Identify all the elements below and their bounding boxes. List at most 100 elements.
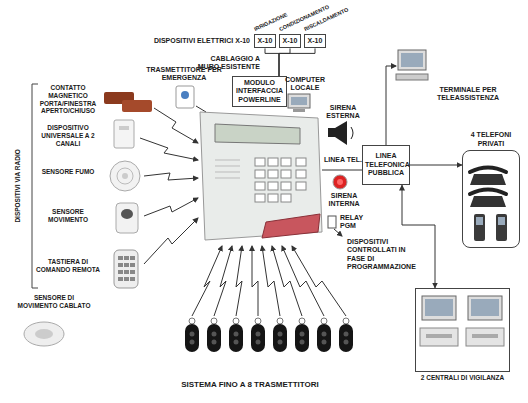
panel-grill [215,160,240,161]
label-text: RELAY PGM [340,214,363,229]
smoke-sensor [110,161,140,191]
label-text: SENSORE MOVIMENTO [48,208,88,223]
device-label: SIRENA ESTERNA [324,104,362,121]
handset [470,168,506,173]
label-text: DISPOSITIVI VIA RADIO [14,149,21,222]
key [130,270,135,274]
control-panel [200,112,322,240]
label-text: SIRENA ESTERNA [326,104,359,119]
key-fobs [185,318,353,352]
key [296,170,306,178]
motion-sensor [116,203,138,233]
fob-body [339,324,353,352]
key [281,182,291,190]
fob-body [317,324,331,352]
group-bracket [32,84,38,288]
device-label: TRASMETTITORE PER EMERGENZA [142,66,226,83]
fob-body [273,324,287,352]
box-text: MODULO INTERFACCIA POWERLINE [235,79,284,104]
fob-button [212,340,217,345]
key [296,158,306,166]
siren-dot [333,175,347,189]
key [268,158,278,166]
label-text: SENSORE DI MOVIMENTO CABLATO [18,294,91,309]
telecare-terminal [396,50,428,80]
key [130,263,135,267]
key-fob [295,318,309,352]
radio-link [140,138,198,160]
key [130,256,135,260]
monitor [398,50,426,70]
key-fob [185,318,199,352]
key [118,256,123,260]
sound-wave [351,127,353,139]
label-text: COMPUTER LOCALE [285,76,325,91]
key [118,270,123,274]
printer-slot [472,334,498,338]
fob-ring [255,318,261,324]
key [118,263,123,267]
mobile-screen [498,217,505,225]
phone-body [470,196,506,207]
key-fob [251,318,265,352]
private-phones [470,168,507,242]
connector [279,48,315,76]
local-computer [288,94,310,112]
phones-box: 4 TELEFONI PRIVATI [462,150,520,248]
public-line-box: LINEA TELEFONICA PUBBLICA [362,145,410,185]
relay-leader [334,229,342,236]
sensor-body [110,161,140,191]
magnetic-contact [104,92,152,112]
key [281,158,291,166]
fob-button [190,332,195,337]
fob-button [234,332,239,337]
speaker-icon [328,121,347,145]
relay-symbol [328,216,336,228]
mobile-phone [474,214,485,241]
key-fob [273,318,287,352]
powerline-module: MODULO INTERFACCIA POWERLINE [232,76,287,107]
fob-body [207,324,221,352]
fob-ring [211,318,217,324]
terminal-wire [386,66,396,145]
x10-box: X-10 [279,34,301,48]
radio-links [140,106,346,316]
panel-grill [215,172,240,173]
fob-button [300,332,305,337]
sensor-center [122,173,128,179]
wired-motion-sensor [24,322,64,346]
mobile-phone [496,214,507,241]
fob-ring [189,318,195,324]
device-body [114,120,134,148]
sensor-body [24,322,64,346]
fob-button [256,340,261,345]
key [268,194,278,202]
key [124,256,129,260]
connector [265,48,279,76]
key [296,182,306,190]
sensor-body [116,203,138,233]
fob-button [278,340,283,345]
radio-link [292,246,346,316]
sensor-lens [35,329,53,339]
device-label: COMPUTER LOCALE [282,76,328,93]
sensor-lens [121,209,133,219]
key [268,182,278,190]
key [255,158,265,166]
fob-body [185,324,199,352]
transmitter-body [176,86,194,108]
monitor [422,296,456,320]
label-text: SENSORE FUMO [42,168,95,175]
line-label: LINEA TEL. [324,156,362,164]
device-label: CONTATTO MAGNETICO PORTA/FINESTRA APERTO… [36,84,100,115]
device-label: SENSORE MOVIMENTO [36,208,100,224]
radio-link [262,246,280,316]
keyboard [396,74,428,80]
printer [466,328,504,346]
label-text: LINEA TEL. [324,156,362,163]
screen [471,299,499,316]
radio-link [282,246,324,316]
